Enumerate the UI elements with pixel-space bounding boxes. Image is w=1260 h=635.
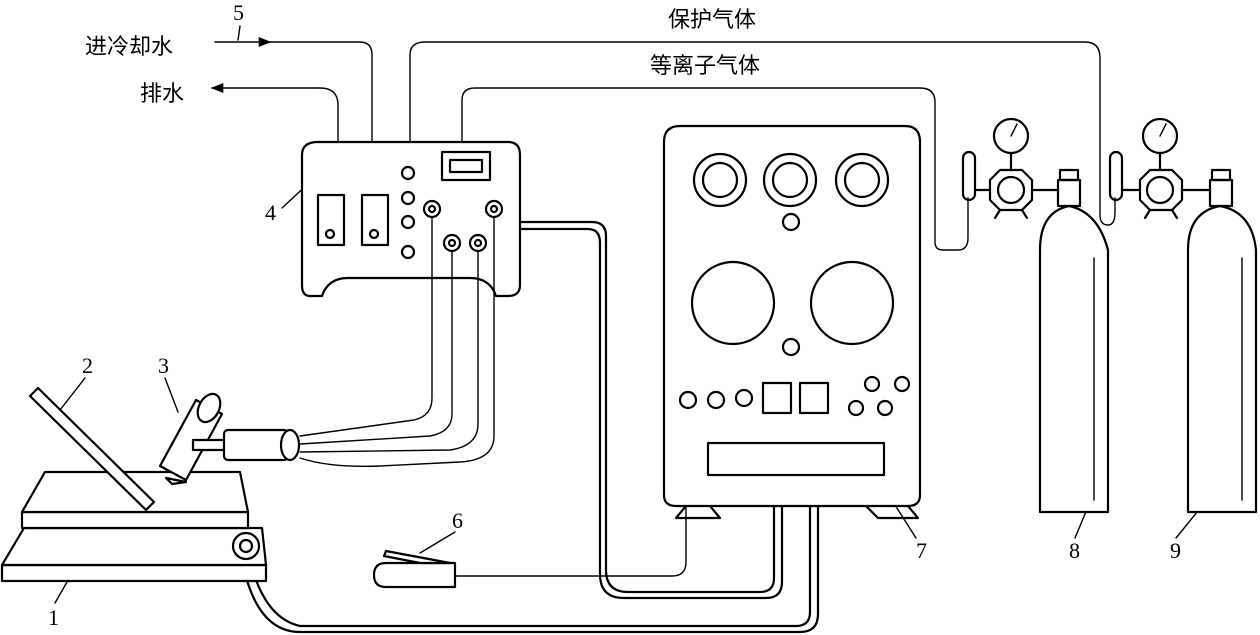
- shielding-gas-line: [409, 41, 1116, 226]
- callout-9: 9: [1170, 538, 1181, 563]
- cooling-water-in-line: [214, 36, 373, 149]
- gas-cylinder-8: [1038, 204, 1110, 514]
- filler-wire: [28, 386, 156, 512]
- worktable: [0, 470, 268, 583]
- power-supply-cabinet: [662, 124, 922, 520]
- label-cooling-water-in: 进冷却水: [85, 35, 173, 60]
- regulator-shielding-gas: [1108, 117, 1234, 220]
- welding-torch: [158, 392, 301, 486]
- callout-3: 3: [158, 353, 169, 378]
- callout-5: 5: [233, 0, 244, 25]
- plasma-gas-line: [461, 87, 969, 251]
- foot-switch: [372, 549, 457, 589]
- control-box: [300, 140, 522, 298]
- callout-2: 2: [82, 353, 93, 378]
- callout-8: 8: [1069, 538, 1080, 563]
- regulator-plasma-gas: [961, 117, 1082, 220]
- work-clamp: [231, 531, 261, 561]
- label-drain: 排水: [140, 82, 184, 107]
- callout-1: 1: [48, 605, 59, 630]
- callout-6: 6: [452, 508, 463, 533]
- callout-4: 4: [265, 200, 276, 225]
- drain-line: [210, 82, 339, 149]
- label-plasma-gas: 等离子气体: [650, 54, 760, 79]
- gas-cylinder-9: [1186, 204, 1258, 514]
- torch-hoses: [299, 216, 495, 468]
- callout-7: 7: [916, 538, 927, 563]
- foot-switch-cable: [454, 405, 687, 577]
- label-shielding-gas: 保护气体: [668, 8, 756, 33]
- work-cable: [240, 408, 820, 634]
- power-cable: [518, 220, 784, 600]
